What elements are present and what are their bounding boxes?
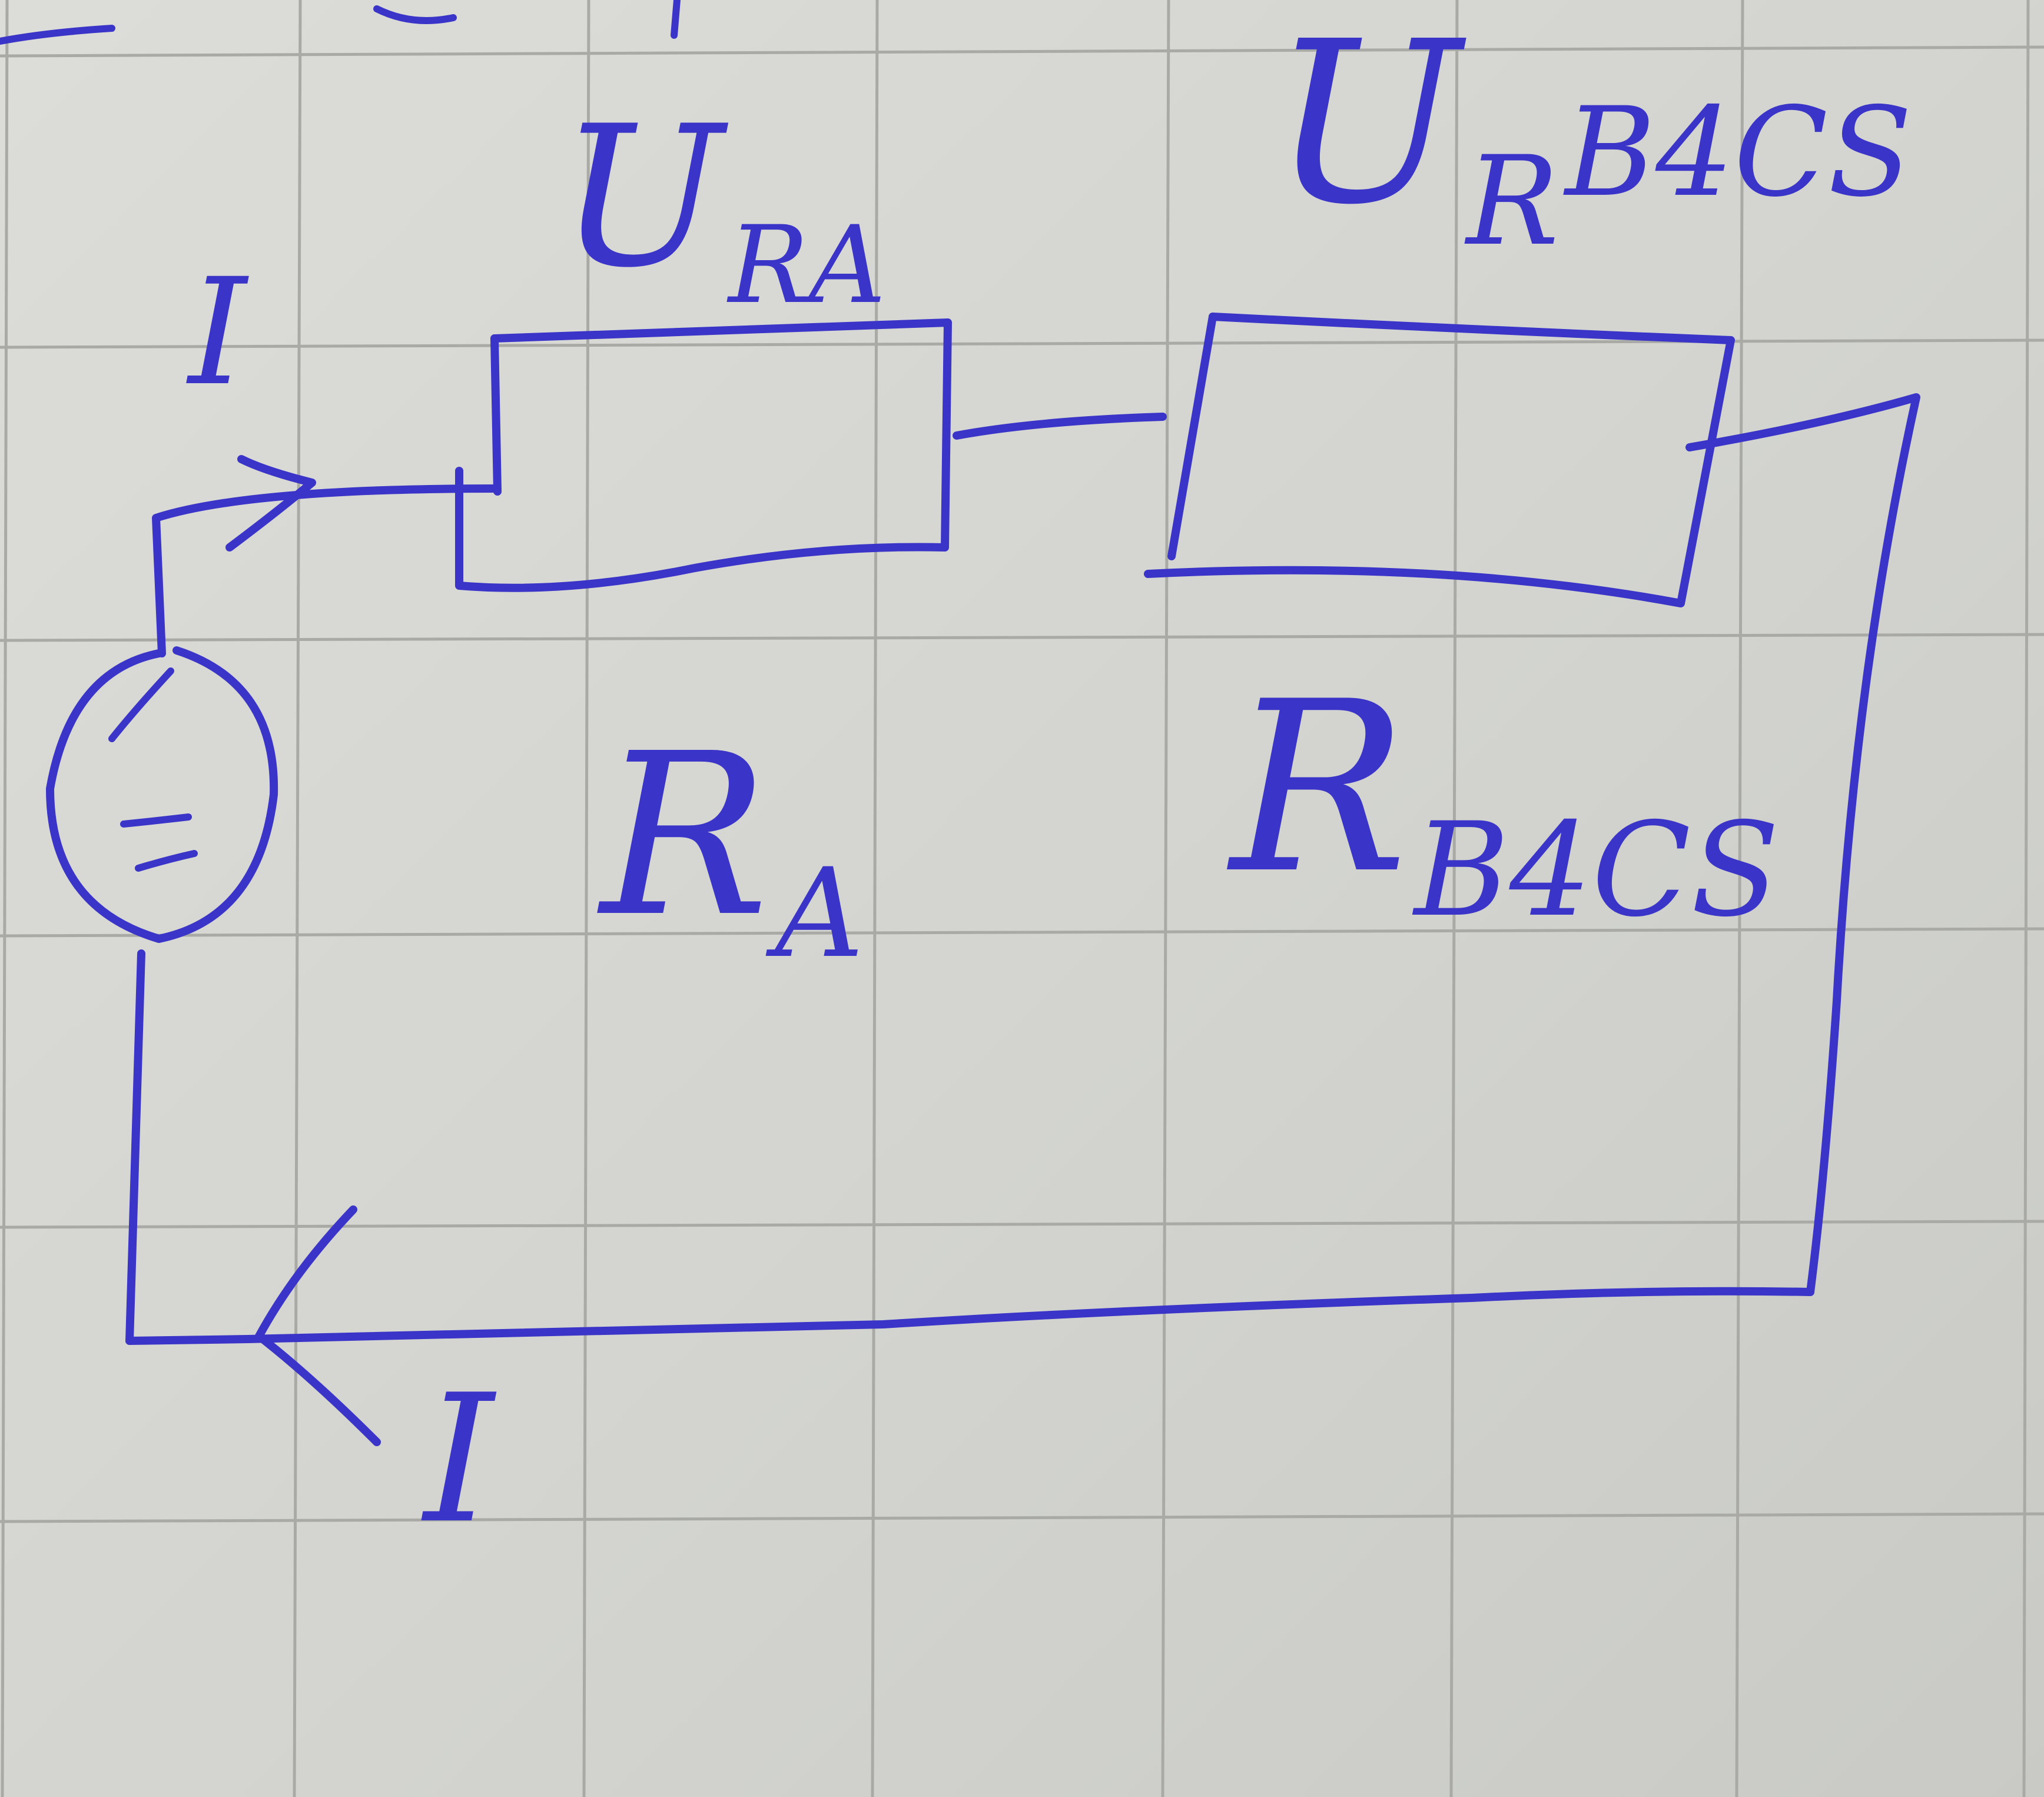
stray-pen-mark: [671, 0, 681, 39]
wire-right: [1685, 393, 1920, 1296]
resistor-a-symbol: [490, 334, 502, 496]
voltage-source-symbol: [120, 813, 192, 828]
current-label-top-text: I: [188, 247, 247, 418]
voltage-label-ra-sub: RA: [728, 202, 886, 327]
resistor-label-a-main: R: [600, 705, 769, 966]
resistor-label-a: RA: [600, 705, 864, 986]
voltage-label-rb: URB4CS: [1272, 0, 1913, 274]
voltage-label-rb-sub-rest: B4CS: [1565, 81, 1913, 224]
voltage-label-rb-sub-r: R: [1466, 130, 1559, 274]
current-label-bottom-text: I: [424, 1357, 494, 1562]
stray-pen-mark: [0, 25, 115, 45]
voltage-source-symbol: [135, 850, 198, 872]
voltage-label-rb-main: U: [1272, 0, 1461, 254]
voltage-source-symbol: [108, 667, 174, 742]
resistor-b-symbol: [1144, 313, 1735, 607]
voltage-label-ra: URA: [559, 100, 886, 318]
current-label-top: I: [188, 259, 247, 406]
wire-top-left: [152, 484, 499, 657]
resistor-b-symbol: [1167, 313, 1217, 560]
current-arrow-bottom: [255, 1205, 381, 1446]
resistor-label-a-sub: A: [775, 842, 864, 986]
voltage-label-ra-main: U: [559, 84, 724, 310]
resistor-label-b: RB4CS: [1230, 671, 1780, 935]
voltage-source-symbol: [46, 646, 278, 943]
current-arrow-top: [225, 455, 316, 552]
connecting-wire: [953, 413, 1167, 440]
stray-pen-mark: [373, 5, 457, 24]
wire-bottom: [125, 1287, 1814, 1345]
resistor-label-b-sub: B4CS: [1414, 795, 1780, 945]
resistor-a-symbol: [455, 318, 952, 592]
current-label-bottom: I: [424, 1371, 494, 1548]
resistor-label-b-main: R: [1230, 652, 1408, 925]
wire-left: [125, 949, 145, 1345]
